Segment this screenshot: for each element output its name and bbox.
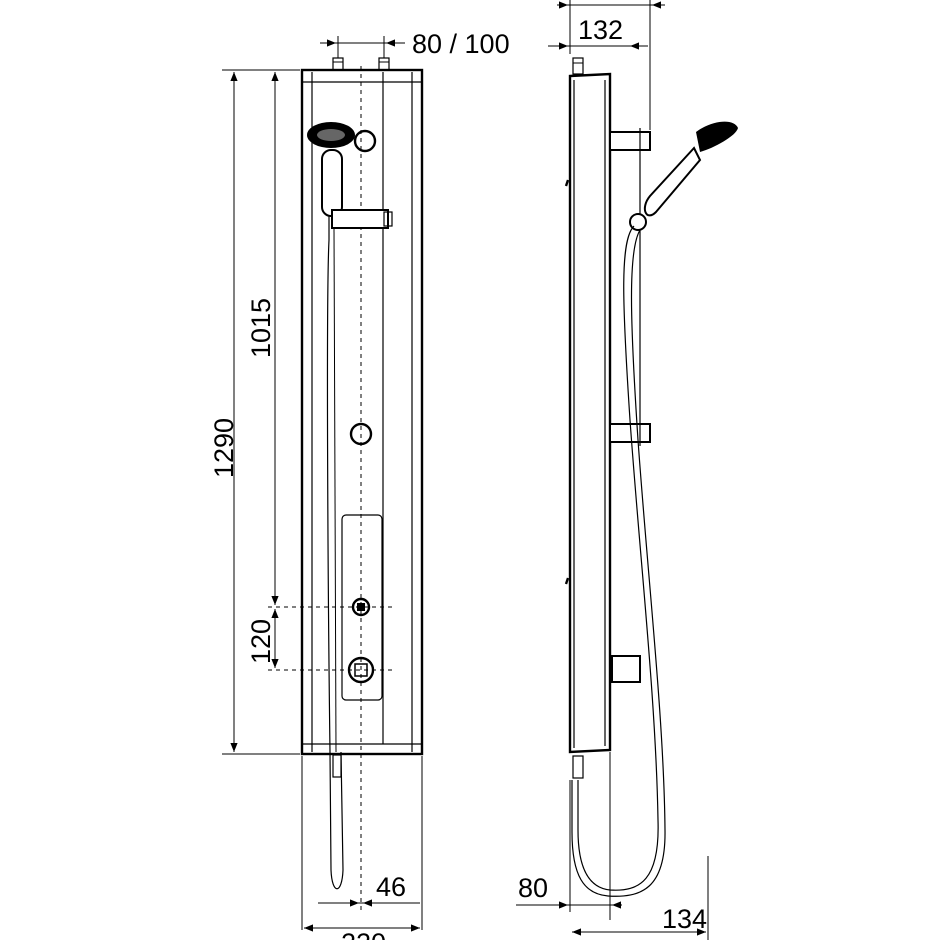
diverter-knob-icon bbox=[351, 597, 371, 617]
side-hose-connector bbox=[572, 755, 584, 779]
front-inlet-connector-left bbox=[332, 57, 344, 71]
side-panel-outline bbox=[568, 72, 612, 754]
front-view: 80 / 100 1290 1015 120 46 220 bbox=[209, 29, 510, 940]
rail-bottom-holder bbox=[349, 422, 373, 446]
side-hand-shower bbox=[629, 121, 738, 231]
dim-label-total-height: 1290 bbox=[209, 418, 239, 478]
front-shower-hose bbox=[326, 216, 344, 890]
dim-label-inlet-depth: 132 bbox=[578, 15, 623, 45]
dim-label-bottom-depth: 134 bbox=[662, 904, 707, 934]
front-inlet-connector-right bbox=[378, 57, 390, 71]
dim-label-overall-depth: 450 bbox=[583, 0, 628, 4]
dim-label-outlet-spacing: 120 bbox=[246, 619, 276, 664]
side-shower-hose bbox=[577, 225, 659, 891]
side-rail-bracket-top bbox=[609, 131, 651, 151]
front-panel-outline bbox=[300, 68, 424, 756]
dim-label-rail-height: 1015 bbox=[246, 298, 276, 358]
dim-label-hose-offset: 46 bbox=[376, 872, 406, 902]
dim-label-bottom-offset: 80 bbox=[518, 873, 548, 903]
side-lower-fitting bbox=[611, 655, 641, 683]
side-view: 450 132 80 134 bbox=[516, 0, 738, 940]
dim-label-panel-width: 220 bbox=[341, 928, 386, 940]
dim-label-inlet-spacing: 80 / 100 bbox=[412, 29, 510, 59]
side-inlet-connector bbox=[572, 57, 584, 75]
front-hose-connector bbox=[332, 754, 342, 778]
front-hand-shower bbox=[307, 122, 393, 229]
rail-top-holder bbox=[353, 129, 377, 153]
